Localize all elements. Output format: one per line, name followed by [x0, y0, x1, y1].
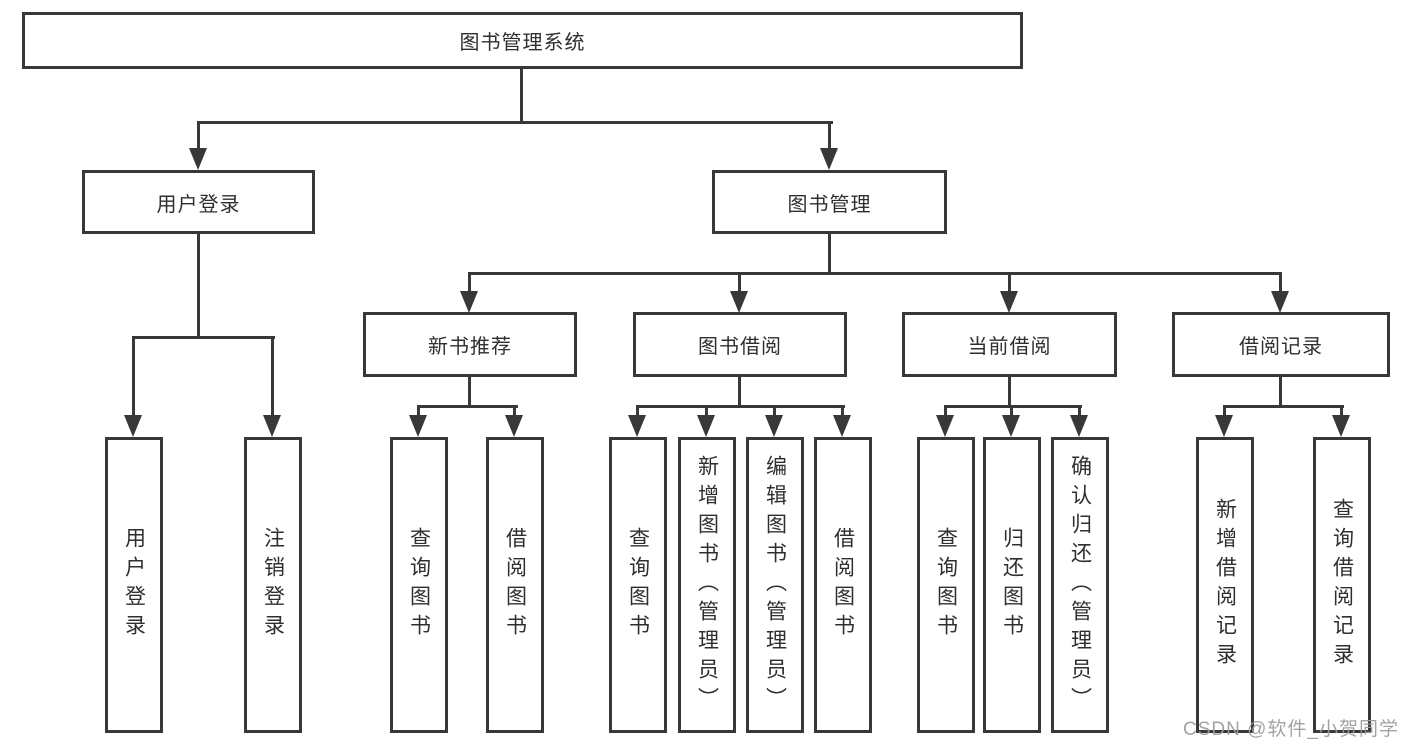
edge-drop-leaf-line — [132, 336, 135, 417]
leaf-borrow-books-recommend: 借阅图书 — [486, 437, 544, 733]
edge-drop-leaf-line — [1010, 405, 1013, 417]
leaf-confirm-return-admin: 确认归还（管理员） — [1051, 437, 1109, 733]
arrow-down-icon — [505, 415, 523, 437]
arrow-down-icon — [1332, 415, 1350, 437]
edge-drop-leaf-line — [1340, 405, 1343, 417]
arrow-down-icon — [124, 415, 142, 437]
edge-new-book-stem — [468, 376, 471, 407]
arrow-down-icon — [263, 415, 281, 437]
edge-user-login-hline — [132, 336, 275, 339]
arrow-down-icon — [189, 148, 207, 170]
edge-new-book-hline — [417, 405, 518, 408]
edge-user-login-stem — [197, 233, 200, 336]
edge-drop-borrowing-records-line — [1279, 272, 1282, 293]
edge-drop-leaf-line — [513, 405, 516, 417]
leaf-borrow-books: 借阅图书 — [814, 437, 872, 733]
arrow-down-icon — [833, 415, 851, 437]
edge-book-management-stem — [828, 233, 831, 272]
leaf-edit-book-admin: 编辑图书（管理员） — [746, 437, 804, 733]
edge-book-borrowing-stem — [738, 376, 741, 407]
leaf-add-borrow-record: 新增借阅记录 — [1196, 437, 1254, 733]
arrow-down-icon — [730, 291, 748, 313]
leaf-query-books-current: 查询图书 — [917, 437, 975, 733]
arrow-down-icon — [1002, 415, 1020, 437]
edge-borrowing-records-stem — [1279, 376, 1282, 407]
edge-current-borrowing-hline — [944, 405, 1082, 408]
edge-drop-leaf-line — [1078, 405, 1081, 417]
edge-drop-leaf-line — [944, 405, 947, 417]
leaf-query-borrow-record: 查询借阅记录 — [1313, 437, 1371, 733]
edge-drop-leaf-line — [1223, 405, 1226, 417]
edge-drop-leaf-line — [271, 336, 274, 417]
edge-borrowing-records-hline — [1223, 405, 1344, 408]
leaf-query-books-borrowing: 查询图书 — [609, 437, 667, 733]
edge-drop-book-borrowing-line — [738, 272, 741, 293]
leaf-user-login: 用户登录 — [105, 437, 163, 733]
edge-drop-leaf-line — [636, 405, 639, 417]
node-current-borrowing: 当前借阅 — [902, 312, 1117, 377]
edge-drop-leaf-line — [773, 405, 776, 417]
arrow-down-icon — [1000, 291, 1018, 313]
edge-drop-user-login-line — [197, 121, 200, 150]
csdn-watermark: CSDN @软件_小贺同学 — [1183, 719, 1399, 740]
edge-book-borrowing-hline — [636, 405, 845, 408]
leaf-query-books-recommend: 查询图书 — [390, 437, 448, 733]
arrow-down-icon — [936, 415, 954, 437]
arrow-down-icon — [628, 415, 646, 437]
arrow-down-icon — [460, 291, 478, 313]
edge-book-management-hline — [468, 272, 1282, 275]
arrow-down-icon — [697, 415, 715, 437]
arrow-down-icon — [1271, 291, 1289, 313]
arrow-down-icon — [820, 148, 838, 170]
arrow-down-icon — [1215, 415, 1233, 437]
node-book-management: 图书管理 — [712, 170, 947, 234]
edge-drop-book-management-line — [828, 121, 831, 150]
leaf-return-book: 归还图书 — [983, 437, 1041, 733]
arrow-down-icon — [765, 415, 783, 437]
node-borrowing-records: 借阅记录 — [1172, 312, 1390, 377]
arrow-down-icon — [1070, 415, 1088, 437]
edge-root-hline — [197, 121, 833, 124]
node-user-login: 用户登录 — [82, 170, 315, 234]
edge-root-stem — [520, 67, 523, 121]
node-book-borrowing: 图书借阅 — [633, 312, 847, 377]
arrow-down-icon — [409, 415, 427, 437]
edge-drop-leaf-line — [841, 405, 844, 417]
edge-drop-new-book-line — [468, 272, 471, 293]
leaf-logout: 注销登录 — [244, 437, 302, 733]
edge-drop-leaf-line — [705, 405, 708, 417]
edge-drop-leaf-line — [417, 405, 420, 417]
edge-drop-current-borrowing-line — [1008, 272, 1011, 293]
node-root-library-management-system: 图书管理系统 — [22, 12, 1023, 69]
edge-current-borrowing-stem — [1008, 376, 1011, 407]
node-new-book-recommend: 新书推荐 — [363, 312, 577, 377]
leaf-add-book-admin: 新增图书（管理员） — [678, 437, 736, 733]
